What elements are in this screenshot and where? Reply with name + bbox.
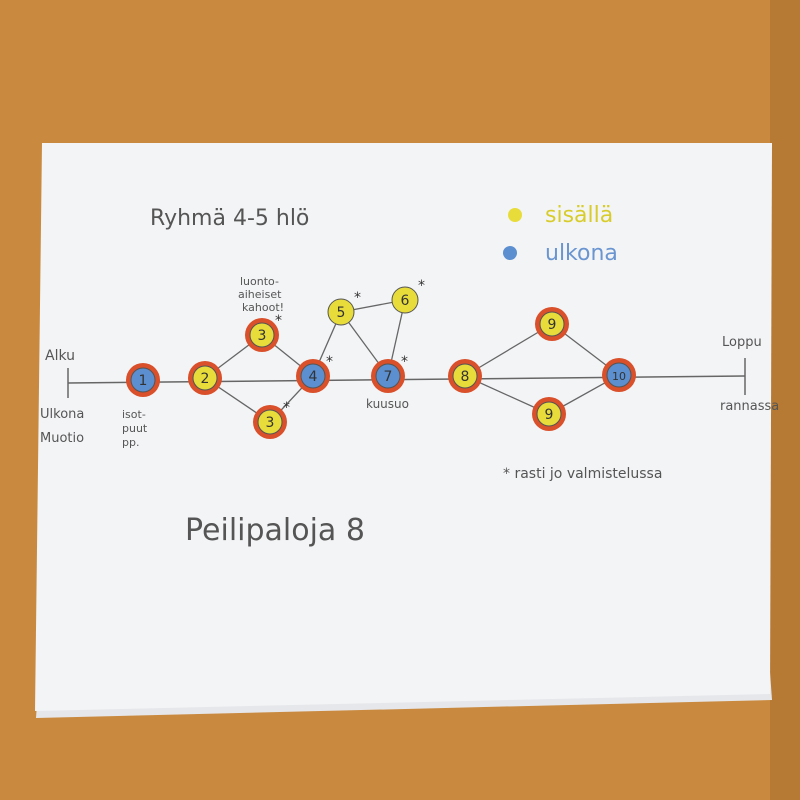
legend-outdoor-dot <box>503 246 517 260</box>
end-label: Loppu <box>722 335 762 350</box>
n3-note-1: luonto- <box>240 275 279 288</box>
node-fill <box>130 367 156 393</box>
legend-indoor-label: sisällä <box>545 203 613 228</box>
node-n1: 1 <box>126 363 160 397</box>
node-n5: 5* <box>327 290 361 326</box>
node-n7: 7* <box>371 354 408 393</box>
n3-note-2: aiheiset <box>238 288 282 301</box>
node-number: 9 <box>548 317 557 333</box>
node-fill <box>300 363 326 389</box>
node-number: 10 <box>612 370 626 383</box>
node-fill <box>391 286 419 314</box>
bottom-text: Peilipaloja 8 <box>185 513 365 548</box>
node-n8: 8 <box>448 359 482 393</box>
legend-indoor-dot <box>508 208 522 222</box>
node-fill <box>257 409 283 435</box>
node-number: 8 <box>461 369 470 385</box>
node-n3a: 3* <box>245 313 282 352</box>
node-fill <box>327 298 355 326</box>
legend-outdoor-label: ulkona <box>545 241 618 266</box>
table-edge <box>770 0 800 800</box>
node-number: 5 <box>337 305 346 321</box>
node-number: 7 <box>384 369 393 385</box>
node-number: 1 <box>139 373 148 389</box>
star-mark-icon: * <box>401 354 408 370</box>
node-number: 4 <box>309 369 318 385</box>
node-n2: 2 <box>188 361 222 395</box>
n1-note-1: isot- <box>122 408 146 421</box>
node-fill <box>192 365 218 391</box>
node-number: 9 <box>545 407 554 423</box>
node-n9a: 9 <box>535 307 569 341</box>
node-number: 3 <box>266 415 275 431</box>
node-number: 6 <box>401 293 410 309</box>
n7-note: kuusuo <box>366 397 409 411</box>
star-mark-icon: * <box>275 313 282 329</box>
node-n9b: 9 <box>532 397 566 431</box>
n3-note-3: kahoot! <box>242 301 284 314</box>
start-sublabel-1: Ulkona <box>40 407 84 422</box>
node-fill <box>375 363 401 389</box>
node-n10: 10 <box>602 358 636 392</box>
star-mark-icon: * <box>326 354 333 370</box>
node-fill <box>606 362 632 388</box>
star-mark-icon: * <box>418 278 425 294</box>
star-mark-icon: * <box>283 400 290 416</box>
n1-note-3: pp. <box>122 436 139 449</box>
n1-note-2: puut <box>122 422 148 435</box>
star-mark-icon: * <box>354 290 361 306</box>
paper-sheet <box>35 143 772 711</box>
node-fill <box>249 322 275 348</box>
start-sublabel-2: Muotio <box>40 431 84 446</box>
end-sublabel: rannassa <box>720 399 779 414</box>
node-n6: 6* <box>391 278 425 314</box>
node-n4: 4* <box>296 354 333 393</box>
group-size-title: Ryhmä 4-5 hlö <box>150 206 309 231</box>
start-label: Alku <box>45 348 75 364</box>
footnote: * rasti jo valmistelussa <box>503 466 662 482</box>
node-number: 3 <box>258 328 267 344</box>
node-number: 2 <box>201 371 210 387</box>
node-fill <box>536 401 562 427</box>
node-fill <box>539 311 565 337</box>
node-n3b: 3* <box>253 400 290 439</box>
node-fill <box>452 363 478 389</box>
